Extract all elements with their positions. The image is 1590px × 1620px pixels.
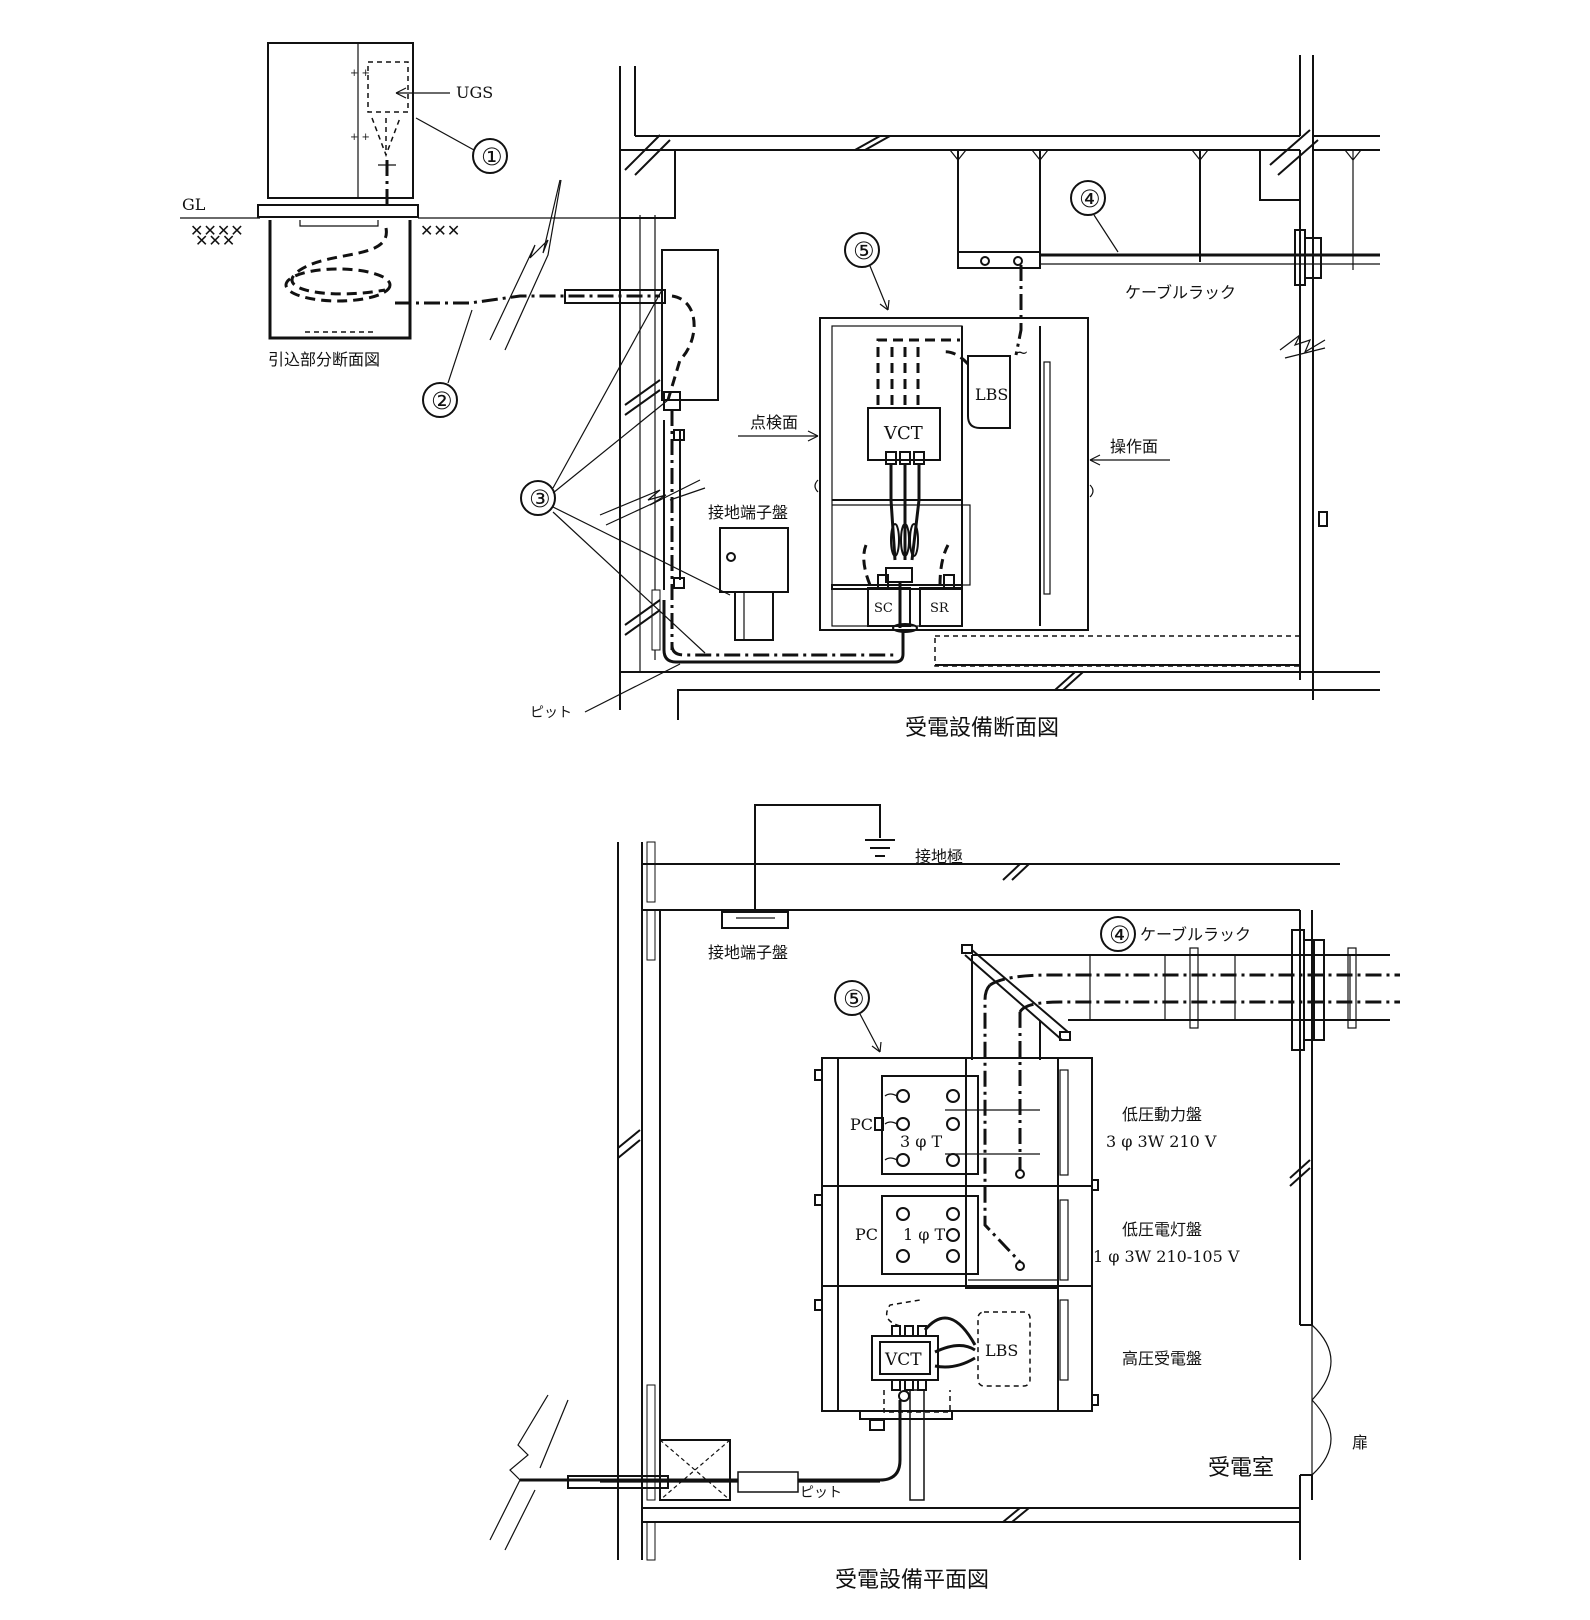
lv-power-spec: 3 φ 3W 210 V bbox=[1106, 1132, 1217, 1151]
door-label: 扉 bbox=[1352, 1433, 1368, 1452]
hv-receiving-panel-label: 高圧受電盤 bbox=[1122, 1349, 1202, 1368]
gl-label: GL bbox=[182, 195, 206, 214]
soil-hatch-left: ✕✕✕✕ bbox=[190, 221, 244, 240]
lv-light-spec: 1 φ 3W 210-105 V bbox=[1093, 1247, 1240, 1266]
svg-text:~: ~ bbox=[1015, 343, 1028, 362]
svg-text:+ +: + + bbox=[350, 132, 370, 143]
marker-2: ② bbox=[431, 387, 453, 415]
conduit-sleeve bbox=[564, 289, 666, 304]
ugs-cabinet bbox=[267, 42, 414, 199]
lead-in-section-title: 引込部分断面図 bbox=[268, 350, 380, 369]
lv-light-panel-label: 低圧電灯盤 bbox=[1122, 1220, 1202, 1239]
plan-cubicle-outline bbox=[821, 1057, 1093, 1412]
section-cable-rack-label: ケーブルラック bbox=[1125, 283, 1236, 302]
section-earth-board-label: 接地端子盤 bbox=[708, 503, 788, 522]
marker-4-section: ④ bbox=[1079, 185, 1101, 213]
marker-5-plan: ⑤ bbox=[843, 985, 865, 1013]
plan-1phase-transformer bbox=[881, 1195, 979, 1275]
marker-3: ③ bbox=[529, 485, 551, 513]
svg-text:1 φ T: 1 φ T bbox=[903, 1225, 946, 1244]
plan-lbs bbox=[977, 1311, 1031, 1387]
svg-text:SC: SC bbox=[874, 601, 893, 616]
svg-text:3 φ T: 3 φ T bbox=[900, 1132, 943, 1151]
inspection-side-label: 点検面 bbox=[750, 413, 798, 432]
svg-text:LBS: LBS bbox=[975, 385, 1008, 404]
section-view-title: 受電設備断面図 bbox=[905, 716, 1059, 741]
ugs-switch bbox=[367, 61, 409, 113]
marker-4-plan: ④ bbox=[1109, 921, 1131, 949]
plan-cable-rack-label: ケーブルラック bbox=[1140, 925, 1251, 944]
soil-hatch-right: ✕✕✕ bbox=[420, 221, 460, 240]
ugs-label: UGS bbox=[456, 83, 493, 102]
plan-earth-board bbox=[721, 911, 789, 929]
section-vct bbox=[867, 407, 941, 461]
svg-text:SR: SR bbox=[930, 601, 950, 616]
plan-building: 扉 受電室 接地極 接地端子盤 ケーブルラック ④ bbox=[489, 804, 1400, 1561]
marker-1: ① bbox=[481, 143, 503, 171]
svg-text:PC: PC bbox=[855, 1225, 878, 1244]
svg-text:+ +: + + bbox=[350, 68, 370, 79]
lead-in-pit bbox=[268, 220, 412, 340]
door-swing-1 bbox=[1311, 1324, 1332, 1401]
plan-cubicle: PC 3 φ T PC 1 φ T VCT LBS 低圧動力盤 3 φ 3W 2… bbox=[814, 980, 1240, 1431]
section-pit-label: ピット bbox=[530, 705, 572, 721]
plan-view-title: 受電設備平面図 bbox=[835, 1568, 989, 1593]
svg-text:VCT: VCT bbox=[883, 423, 923, 444]
cubicle-outline bbox=[819, 317, 1089, 631]
soil-hatch-left2: ✕✕✕ bbox=[195, 231, 235, 250]
floor-slab-dots bbox=[934, 635, 1301, 667]
lv-power-panel-label: 低圧動力盤 bbox=[1122, 1105, 1202, 1124]
plan-pit-label: ピット bbox=[800, 1485, 842, 1501]
section-cubicle: VCT LBS SC SR 点検面 操作面 ⑤ bbox=[738, 232, 1170, 633]
lead-in-cable bbox=[395, 294, 660, 305]
svg-text:PC: PC bbox=[850, 1115, 873, 1134]
operation-side-label: 操作面 bbox=[1110, 437, 1158, 456]
marker-5-section: ⑤ bbox=[853, 237, 875, 265]
section-building: ケーブルラック ④ ~ ③ 接地端子盤 ピット bbox=[520, 55, 1380, 721]
section-lbs bbox=[967, 355, 1011, 429]
room-label: 受電室 bbox=[1208, 1456, 1274, 1481]
lead-in-section: GL ✕✕✕✕ ✕✕✕ ✕✕✕ + + + + UGS ① 引込部分断面図 bbox=[180, 42, 666, 418]
earth-electrode-label: 接地極 bbox=[915, 847, 963, 866]
plan-earth-board-label: 接地端子盤 bbox=[708, 943, 788, 962]
svg-text:VCT: VCT bbox=[884, 1350, 922, 1370]
svg-text:LBS: LBS bbox=[985, 1341, 1018, 1360]
